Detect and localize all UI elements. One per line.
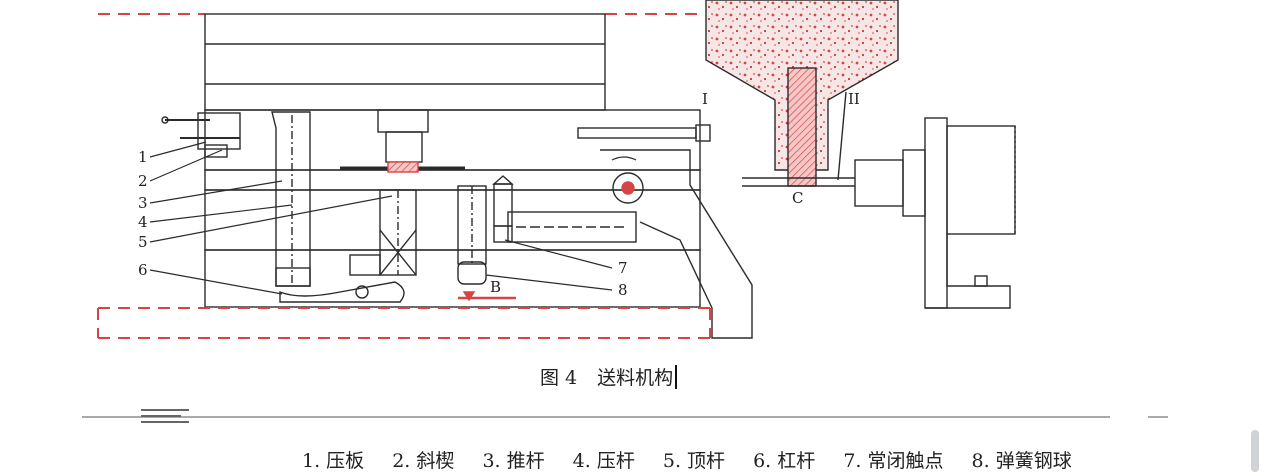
caption-number: 图 4 (540, 367, 578, 389)
hopper (705, 0, 899, 187)
legend-item: 6. 杠杆 (753, 450, 816, 472)
callout-1: 1 (138, 148, 148, 166)
callout-3: 3 (138, 194, 148, 212)
legend-item: 5. 顶杆 (662, 450, 726, 472)
legend-item: 1. 压板 (302, 450, 365, 472)
callout-5: 5 (138, 233, 148, 251)
list-icon[interactable] (141, 407, 189, 425)
marker-b: B (490, 278, 501, 296)
press-plate (161, 112, 241, 158)
legend-item: 2. 斜楔 (392, 450, 455, 472)
center-punch (349, 109, 429, 276)
legend-item: 7. 常闭触点 (843, 450, 944, 472)
marker-roman-one: I (702, 90, 708, 108)
cylinder-unit (854, 117, 1016, 309)
right-bracket (577, 124, 753, 339)
point-markers: I II B C (490, 90, 860, 296)
marker-roman-two: II (848, 90, 860, 108)
transfer-slide (507, 211, 637, 243)
callout-numbers: 1 2 3 4 5 6 7 8 (138, 148, 628, 299)
die-body (204, 109, 701, 308)
callout-8: 8 (618, 281, 628, 299)
lever (279, 281, 405, 303)
push-rod (271, 111, 311, 287)
callout-6: 6 (138, 261, 148, 279)
upper-die-block (204, 13, 606, 111)
caption-text: 送料机构 (597, 367, 674, 389)
callout-4: 4 (138, 213, 148, 231)
legend-item: 3. 推杆 (482, 450, 545, 472)
scrollbar-thumb[interactable] (1251, 430, 1259, 472)
legend-item: 8. 弹簧钢球 (971, 450, 1072, 472)
marker-c: C (792, 189, 803, 207)
callout-7: 7 (618, 259, 628, 277)
legend-item: 4. 压杆 (572, 450, 635, 472)
figure-caption: 图 4 送料机构 (540, 363, 678, 390)
parts-legend: 1. 压板 2. 斜楔 3. 推杆 4. 压杆 5. 顶杆 6. 杠杆 7. 常… (302, 446, 1094, 473)
ejector-assembly (457, 175, 516, 302)
callout-2: 2 (138, 172, 148, 190)
lower-dashed-guide (97, 307, 711, 339)
leader-lines (149, 141, 613, 295)
text-cursor (675, 365, 678, 389)
